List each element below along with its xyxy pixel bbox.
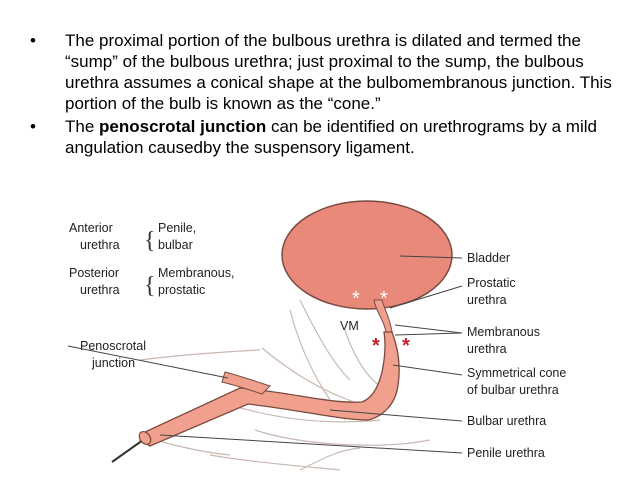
- label-penoscrotal-1: Penoscrotal: [80, 339, 146, 353]
- label-bladder: Bladder: [467, 251, 510, 265]
- label-vm: VM: [340, 319, 359, 333]
- leader-penoscrotal: [67, 345, 229, 379]
- leader-penile: [159, 434, 463, 454]
- bullet-item-sump-cone: • The proximal portion of the bulbous ur…: [30, 30, 615, 114]
- label-penile: Penile,: [158, 221, 196, 235]
- label-cone-1: Symmetrical cone: [467, 366, 566, 380]
- asterisk-light-left: *: [352, 288, 360, 310]
- urethra-shape: [139, 331, 400, 447]
- bullet-text-start: The: [65, 117, 100, 136]
- asterisk-red-left: *: [372, 335, 380, 357]
- brace-anterior: {: [144, 228, 156, 254]
- leader-membranous-b: [394, 332, 463, 336]
- bladder-shape: [281, 200, 453, 310]
- urethra-bend-shape: [221, 371, 271, 395]
- leader-cone: [392, 364, 463, 376]
- label-prostatic-sub: prostatic: [158, 283, 205, 297]
- catheter-line: [111, 439, 144, 463]
- label-posterior-2: urethra: [80, 283, 120, 297]
- label-bulbar-urethra: Bulbar urethra: [467, 414, 546, 428]
- leader-prostatic: [389, 285, 463, 309]
- label-membranous-sub: Membranous,: [158, 266, 234, 280]
- brace-posterior: {: [144, 273, 156, 299]
- label-bulbar: bulbar: [158, 238, 193, 252]
- bullet-marker: •: [30, 117, 36, 136]
- asterisk-red-right: *: [402, 335, 410, 357]
- leader-membranous-a: [394, 324, 463, 334]
- label-anterior-1: Anterior: [69, 221, 113, 235]
- label-penile-urethra: Penile urethra: [467, 446, 545, 460]
- label-membranous-2: urethra: [467, 342, 507, 356]
- bullet-item-penoscrotal: • The penoscrotal junction can be identi…: [30, 116, 615, 158]
- bullet-text: The proximal portion of the bulbous uret…: [65, 31, 612, 113]
- label-posterior-1: Posterior: [69, 266, 119, 280]
- label-anterior-2: urethra: [80, 238, 120, 252]
- leader-bladder: [399, 255, 463, 259]
- catheter-tip: [138, 430, 152, 446]
- bullet-list: • The proximal portion of the bulbous ur…: [30, 30, 615, 158]
- asterisk-light-right: *: [380, 288, 388, 310]
- bullet-marker: •: [30, 31, 36, 50]
- bullet-bold-term: penoscrotal junction: [99, 117, 267, 136]
- leader-bulbar: [329, 409, 463, 422]
- label-cone-2: of bulbar urethra: [467, 383, 559, 397]
- label-membranous-1: Membranous: [467, 325, 540, 339]
- label-prostatic-2: urethra: [467, 293, 507, 307]
- label-penoscrotal-2: junction: [91, 356, 135, 370]
- label-prostatic-1: Prostatic: [467, 276, 516, 290]
- bullet-text-end: can be identified on urethrograms by a m…: [65, 117, 597, 157]
